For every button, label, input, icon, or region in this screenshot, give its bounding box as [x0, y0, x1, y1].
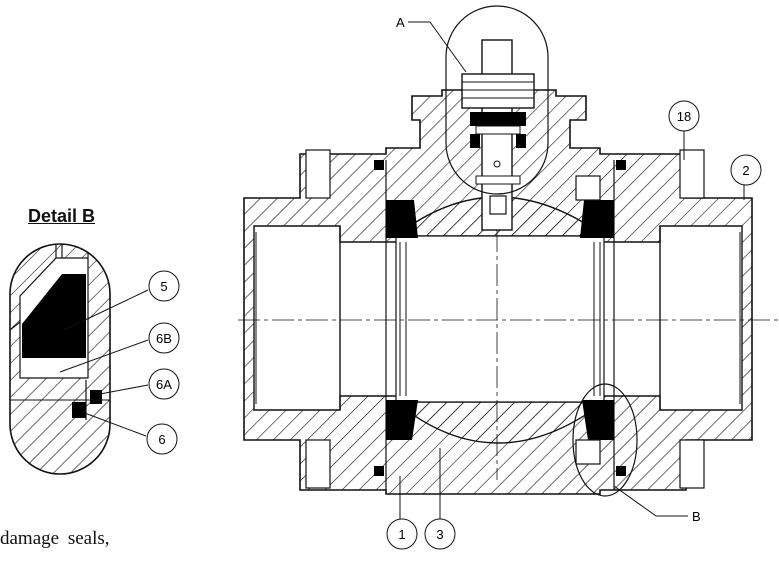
callout-2-label: 2: [742, 163, 749, 178]
callout-a-label: A: [396, 15, 405, 30]
callout-5: [148, 270, 180, 302]
bolt-lower-right: [679, 439, 705, 489]
detail-b-title: Detail B: [28, 206, 96, 226]
o-ring-6a: [90, 390, 102, 404]
callout-3-label: 3: [436, 527, 443, 542]
callout-1-label: 1: [398, 527, 405, 542]
bolt-lower-left: [305, 439, 331, 489]
callout-6-label: 6: [158, 432, 165, 447]
callout-1: [386, 518, 418, 550]
seat-seal-lower-left: [386, 400, 418, 440]
detail-b-boundary: [572, 383, 638, 497]
detail-b-view: 5 6B 6A 6: [9, 243, 180, 475]
bolt-upper-left: [305, 149, 331, 199]
valve-section-view: A B 1 3 18 2: [238, 5, 779, 550]
callout-2: [730, 154, 762, 186]
seat-seal-upper-right: [580, 200, 614, 238]
seat-seal: [22, 274, 86, 358]
callout-5-label: 5: [160, 279, 167, 294]
body-text-fragment: damage seals,: [0, 528, 110, 549]
callout-18: [668, 100, 700, 132]
seat-seal-upper-left: [386, 200, 418, 238]
callout-b-label: B: [692, 509, 701, 524]
callout-6a-label: 6A: [156, 377, 172, 392]
callout-6a: [148, 368, 180, 400]
callout-6: [146, 423, 178, 455]
o-ring-6: [72, 402, 86, 418]
seat-seal-lower-right: [582, 400, 614, 440]
callout-3: [424, 518, 456, 550]
callout-6b: [148, 322, 180, 354]
callout-18-label: 18: [677, 109, 691, 124]
detail-a-boundary: [445, 5, 549, 195]
callout-6b-label: 6B: [156, 331, 172, 346]
